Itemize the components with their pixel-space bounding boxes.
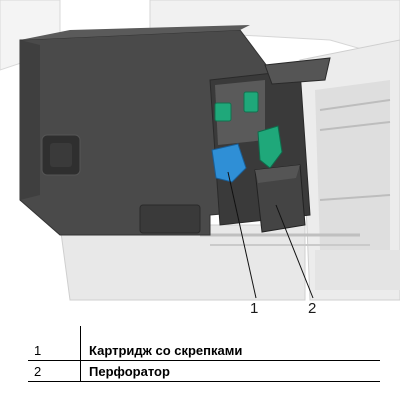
callout-number-1: 1 bbox=[250, 300, 259, 317]
legend-row: 1 Картридж со скрепками bbox=[28, 340, 380, 361]
legend-row: 2 Перфоратор bbox=[28, 360, 380, 382]
legend-row-description: Перфоратор bbox=[89, 363, 170, 379]
green-lever-upper bbox=[243, 91, 259, 113]
right-cabinet-base bbox=[315, 250, 400, 290]
front-column bbox=[264, 57, 331, 85]
unit-body bbox=[19, 29, 271, 236]
staple-cartridge-blue bbox=[211, 143, 247, 183]
legend-table: 1 Картридж со скрепками 2 Перфоратор bbox=[28, 340, 380, 382]
green-lever bbox=[257, 125, 283, 169]
legend-row-number: 2 bbox=[28, 360, 81, 382]
handle-inner bbox=[50, 143, 72, 167]
unit-top bbox=[20, 25, 250, 40]
legend-divider-tick bbox=[80, 326, 81, 340]
unit-front-bevel bbox=[20, 40, 40, 200]
punch-unit-top bbox=[255, 165, 300, 183]
leader-line-1 bbox=[227, 171, 257, 299]
rail-3 bbox=[319, 194, 391, 201]
right-cabinet-inner bbox=[315, 80, 390, 250]
callout-number-2: 2 bbox=[308, 300, 317, 317]
leader-line-2 bbox=[275, 204, 314, 299]
green-indicator-upper bbox=[214, 102, 232, 122]
rail-1 bbox=[319, 99, 391, 111]
rail-2 bbox=[319, 121, 391, 131]
legend-row-description: Картридж со скрепками bbox=[89, 342, 243, 358]
foot-bar bbox=[139, 204, 201, 234]
finisher-illustration bbox=[0, 0, 400, 301]
legend-row-number: 1 bbox=[28, 340, 81, 361]
